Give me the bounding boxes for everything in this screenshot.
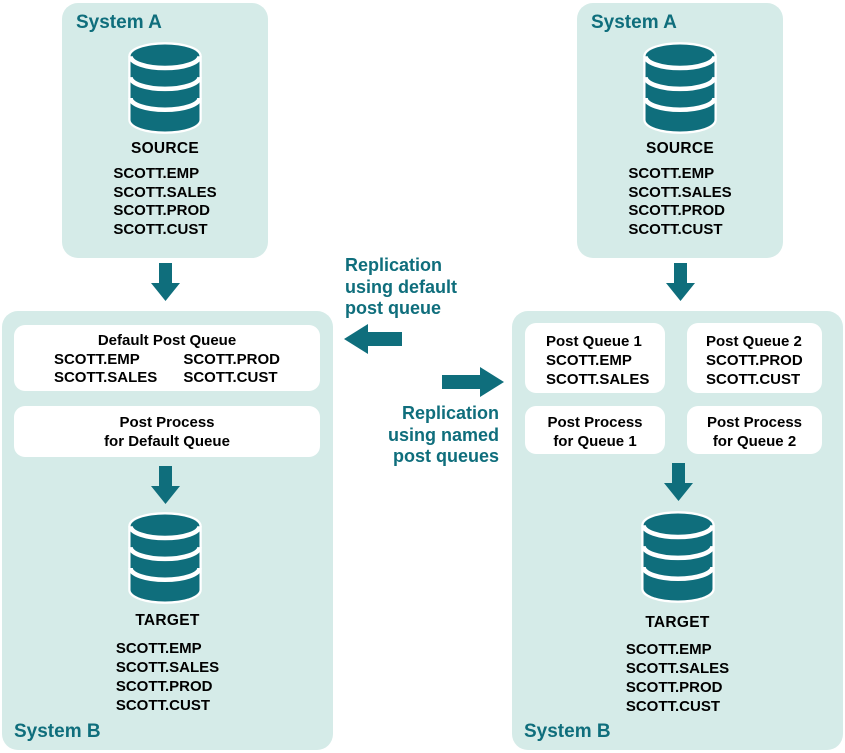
queue-column-1: SCOTT.EMP SCOTT.SALES [54, 351, 157, 388]
right-target-tables: SCOTT.EMP SCOTT.SALES SCOTT.PROD SCOTT.C… [512, 640, 843, 716]
table-name: SCOTT.CUST [113, 220, 208, 238]
left-system-b-title: System B [14, 721, 101, 742]
left-system-a-title: System A [76, 12, 162, 33]
table-name: SCOTT.CUST [706, 371, 801, 388]
left-target-tables: SCOTT.EMP SCOTT.SALES SCOTT.PROD SCOTT.C… [2, 639, 333, 715]
right-source-tables: SCOTT.EMP SCOTT.SALES SCOTT.PROD SCOTT.C… [577, 165, 783, 239]
arrow-down-icon [664, 463, 693, 501]
source-label: SOURCE [645, 140, 715, 157]
default-post-queue-box: Default Post Queue SCOTT.EMP SCOTT.SALES… [14, 325, 320, 391]
table-name: SCOTT.SALES [113, 183, 217, 201]
table-name: SCOTT.SALES [546, 371, 650, 388]
replication-named-note: Replication using named post queues [387, 403, 499, 466]
left-system-a-panel: System A SOURCE SCOTT.EMP SCOTT.SALES SC… [62, 3, 268, 258]
queue-column-2: SCOTT.PROD SCOTT.CUST [183, 351, 280, 388]
process-line: Post Process [706, 414, 803, 431]
table-name: SCOTT.CUST [115, 697, 210, 714]
right-system-b-panel: Post Queue 1 SCOTT.EMP SCOTT.SALES Post … [512, 311, 843, 750]
table-name: SCOTT.EMP [115, 640, 202, 657]
table-name: SCOTT.CUST [183, 369, 278, 386]
table-name: SCOTT.SALES [628, 183, 732, 201]
table-name: SCOTT.EMP [113, 165, 200, 182]
table-name: SCOTT.PROD [113, 202, 210, 219]
table-name: SCOTT.PROD [183, 350, 281, 368]
database-icon [125, 509, 205, 607]
process-line: for Queue 2 [712, 432, 797, 450]
table-name: SCOTT.SALES [115, 659, 220, 676]
database-icon [640, 39, 720, 137]
queue-box-title: Post Queue 2 [706, 333, 802, 350]
table-name: SCOTT.EMP [625, 641, 712, 658]
arrow-down-icon [151, 466, 180, 504]
table-name: SCOTT.PROD [628, 202, 725, 219]
left-system-b-panel: Default Post Queue SCOTT.EMP SCOTT.SALES… [2, 311, 333, 750]
queue-box-title: Default Post Queue [97, 332, 237, 349]
right-system-a-title: System A [591, 12, 677, 33]
process-line: Post Process [119, 414, 215, 431]
table-name: SCOTT.CUST [628, 220, 723, 238]
target-label: TARGET [645, 614, 710, 631]
arrow-down-icon [151, 263, 180, 301]
queue-box-title: Post Queue 1 [546, 333, 642, 350]
table-name: SCOTT.EMP [53, 350, 140, 368]
process-line: Post Process [547, 414, 643, 431]
source-label: SOURCE [130, 140, 200, 157]
table-name: SCOTT.EMP [546, 352, 632, 369]
table-name: SCOTT.PROD [625, 679, 723, 696]
right-system-b-title: System B [524, 721, 611, 742]
database-icon [125, 39, 205, 137]
right-system-a-panel: System A SOURCE SCOTT.EMP SCOTT.SALES SC… [577, 3, 783, 258]
left-source-tables: SCOTT.EMP SCOTT.SALES SCOTT.PROD SCOTT.C… [62, 165, 268, 239]
table-name: SCOTT.EMP [628, 165, 715, 182]
process-line: for Queue 1 [553, 432, 637, 450]
table-name: SCOTT.CUST [625, 698, 720, 715]
arrow-left-icon [344, 324, 402, 354]
post-process-1-box: Post Process for Queue 1 [525, 406, 665, 454]
table-name: SCOTT.SALES [625, 660, 730, 677]
replication-default-note: Replication using default post queue [345, 255, 457, 318]
arrow-down-icon [666, 263, 695, 301]
target-label: TARGET [135, 612, 200, 629]
post-process-2-box: Post Process for Queue 2 [687, 406, 822, 454]
post-queue-1-box: Post Queue 1 SCOTT.EMP SCOTT.SALES [525, 323, 665, 393]
arrow-right-icon [442, 367, 504, 397]
default-post-process-box: Post Process for Default Queue [14, 406, 320, 457]
table-name: SCOTT.PROD [706, 352, 803, 369]
process-line: for Default Queue [104, 432, 230, 450]
post-queue-2-box: Post Queue 2 SCOTT.PROD SCOTT.CUST [687, 323, 822, 393]
database-icon [638, 508, 718, 606]
table-name: SCOTT.SALES [53, 369, 158, 386]
table-name: SCOTT.PROD [115, 678, 213, 695]
